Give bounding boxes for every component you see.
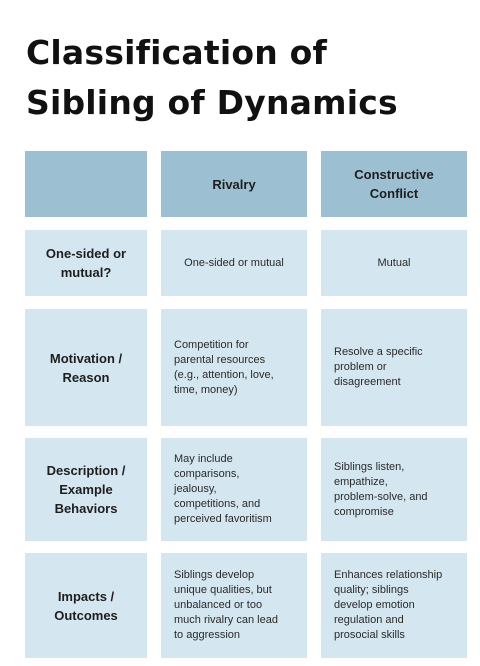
rivalry-motivation-value: Competition for parental resources (e.g.… — [174, 338, 274, 396]
row-label-impacts: Impacts / Outcomes — [54, 588, 118, 623]
rivalry-impacts-value: Siblings develop unique qualities, but u… — [174, 569, 278, 641]
row-label-cell: Motivation / Reason — [25, 309, 147, 426]
page-title: Classification of Sibling of Dynamics — [26, 28, 466, 128]
page-title-line-2: Sibling of Dynamics — [26, 83, 398, 122]
row-label-cell: Impacts / Outcomes — [25, 553, 147, 658]
constructive-impacts-value: Enhances relationship quality; siblings … — [334, 569, 443, 641]
header-constructive-label: Constructive Conflict — [354, 167, 434, 201]
constructive-cell: Enhances relationship quality; siblings … — [321, 553, 467, 658]
header-cell-rivalry: Rivalry — [161, 151, 307, 217]
rivalry-cell: May include comparisons, jealousy, compe… — [161, 438, 307, 541]
row-label-cell: Description / Example Behaviors — [25, 438, 147, 541]
row-label-motivation: Motivation / Reason — [49, 350, 123, 385]
rivalry-cell: Competition for parental resources (e.g.… — [161, 309, 307, 426]
rivalry-one-sided-value: One-sided or mutual — [184, 256, 284, 269]
page-title-line-1: Classification of — [26, 33, 328, 72]
header-cell-constructive-conflict: Constructive Conflict — [321, 151, 467, 217]
rivalry-cell: Siblings develop unique qualities, but u… — [161, 553, 307, 658]
constructive-one-sided-value: Mutual — [377, 256, 411, 269]
row-label-one-sided: One-sided or mutual? — [45, 246, 127, 280]
constructive-description-value: Siblings listen, empathize, problem-solv… — [334, 460, 428, 518]
row-label-description: Description / Example Behaviors — [46, 463, 126, 516]
header-rivalry-label: Rivalry — [212, 176, 256, 192]
constructive-motivation-value: Resolve a specific problem or disagreeme… — [334, 346, 423, 388]
constructive-cell: Resolve a specific problem or disagreeme… — [321, 309, 467, 426]
rivalry-cell: One-sided or mutual — [161, 230, 307, 296]
header-cell-empty — [25, 151, 147, 217]
constructive-cell: Siblings listen, empathize, problem-solv… — [321, 438, 467, 541]
rivalry-description-value: May include comparisons, jealousy, compe… — [174, 453, 272, 525]
row-label-cell: One-sided or mutual? — [25, 230, 147, 296]
constructive-cell: Mutual — [321, 230, 467, 296]
